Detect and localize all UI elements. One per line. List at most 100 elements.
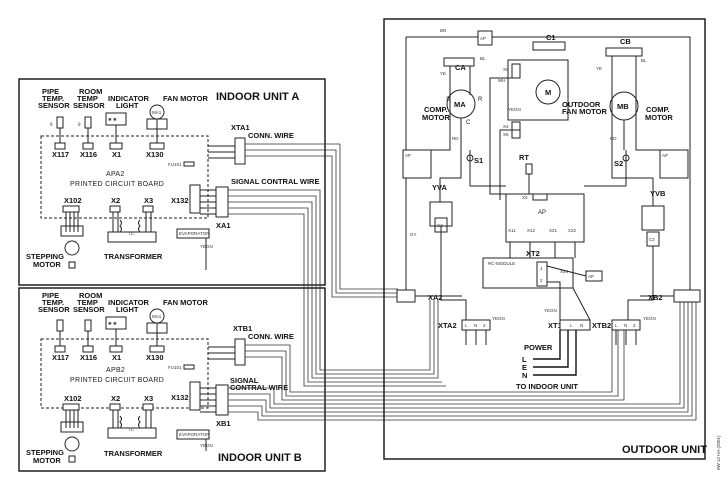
x11-label: X11 bbox=[508, 228, 516, 233]
stepping-motor-b-icon bbox=[60, 410, 84, 463]
signal-wire-b-label-1: SIGNAL bbox=[230, 376, 259, 385]
stepping-motor-b-label-1: STEPPING bbox=[26, 448, 64, 457]
ap-rc-label: AP bbox=[588, 274, 594, 279]
stepping-motor-label-1: STEPPING bbox=[26, 252, 64, 261]
wire-gy: GY bbox=[410, 232, 417, 237]
pipe-temp-sensor-label-2: TEMP. bbox=[42, 94, 64, 103]
wire-yegn-power: YEGN bbox=[544, 308, 557, 313]
x102-b-connector bbox=[62, 403, 80, 411]
x130-label: X130 bbox=[146, 150, 164, 159]
cb-label: CB bbox=[620, 37, 631, 46]
xtb2-label: XTB2 bbox=[592, 321, 611, 330]
x3-b-connector bbox=[142, 403, 154, 411]
x2-label: X2 bbox=[111, 196, 120, 205]
x117-connector bbox=[54, 142, 66, 150]
comp-motor-a-label-2: MOTOR bbox=[422, 113, 450, 122]
wire-ye-b: YE bbox=[596, 66, 602, 71]
fuse-a-icon bbox=[183, 161, 195, 167]
x116-label: X116 bbox=[80, 150, 97, 159]
pipe-temp-sensor-label-1: PIPE bbox=[42, 87, 59, 96]
signal-wire-b-label-2: CONTRAL WIRE bbox=[230, 383, 288, 392]
x3-label: X3 bbox=[522, 195, 528, 200]
room-temp-sensor-b-label-3: SENSOR bbox=[73, 305, 105, 314]
pcb-a-code: APA2 bbox=[106, 171, 125, 178]
indicator-light-b-label-2: LIGHT bbox=[116, 305, 139, 314]
stepping-motor-label-2: MOTOR bbox=[33, 260, 61, 269]
ca-label: CA bbox=[455, 63, 466, 72]
x1-label: X1 bbox=[112, 150, 121, 159]
x102-label: X102 bbox=[64, 196, 82, 205]
ap-right-label: AP bbox=[662, 153, 668, 158]
pipe-temp-sensor-b-label-3: SENSOR bbox=[38, 305, 70, 314]
indoor-unit-a-frame bbox=[18, 78, 326, 286]
wire-yegn-xtb2: YEGN bbox=[643, 316, 656, 321]
m-label: M bbox=[545, 88, 551, 97]
x130-connector bbox=[149, 142, 165, 150]
signal-wire-a-label: SIGNAL CONTRAL WIRE bbox=[231, 177, 319, 186]
xta2-term-2: 2 bbox=[483, 323, 486, 328]
ma-s-term: S bbox=[446, 97, 450, 103]
x1-b-connector bbox=[109, 345, 123, 353]
x3-connector bbox=[532, 193, 548, 201]
xa1-label: XA1 bbox=[216, 221, 231, 230]
xa1-terminal bbox=[215, 186, 229, 218]
svg-text:✱ ✱: ✱ ✱ bbox=[108, 321, 117, 326]
svg-text:θ: θ bbox=[78, 122, 81, 127]
stepping-motor-icon bbox=[60, 212, 84, 269]
rt-label: RT bbox=[519, 153, 529, 162]
power-label: POWER bbox=[524, 343, 553, 352]
x3-b-label: X3 bbox=[144, 394, 153, 403]
ap-right-box bbox=[659, 149, 689, 179]
xb2-label: XB2 bbox=[648, 293, 663, 302]
evaporator-box bbox=[176, 228, 210, 239]
outdoor-unit-frame bbox=[383, 18, 706, 460]
evaporator-b-box bbox=[176, 429, 210, 440]
ap-main-board bbox=[505, 193, 585, 243]
x2-b-label: X2 bbox=[111, 394, 120, 403]
ma-label: MA bbox=[454, 100, 466, 109]
outdoor-fan-motor-label-1: OUTDOOR bbox=[562, 100, 601, 109]
svg-text:C2: C2 bbox=[649, 237, 655, 242]
room-temp-sensor-b-label-2: TEMP bbox=[77, 298, 98, 307]
room-temp-sensor-label-3: SENSOR bbox=[73, 101, 105, 110]
xt1-terminal bbox=[559, 319, 591, 331]
x132-label: X132 bbox=[171, 196, 189, 205]
pcb-b-label: PRINTED CIRCUIT BOARD bbox=[70, 377, 164, 384]
ap-top-label: AP bbox=[480, 36, 486, 41]
room-temp-sensor-label-1: ROOM bbox=[79, 87, 102, 96]
x130-b-label: X130 bbox=[146, 353, 164, 362]
conn-wire-a-label: CONN. WIRE bbox=[248, 131, 294, 140]
power-l-label: L bbox=[522, 355, 527, 364]
x116-b-label: X116 bbox=[80, 353, 97, 362]
indoor-unit-b: INDOOR UNIT B PIPE TEMP. SENSOR ROOM TEM… bbox=[18, 287, 326, 472]
drawing-stamp: 0W 12 HA (2001) bbox=[716, 435, 721, 470]
xtb1-terminal bbox=[234, 338, 246, 366]
power-n-label: N bbox=[522, 371, 527, 380]
indoor-unit-a: INDOOR UNIT A PIPE TEMP. SENSOR ROOM TEM… bbox=[18, 78, 326, 286]
x116-b-connector bbox=[82, 345, 94, 353]
yvb-label: YVB bbox=[650, 189, 666, 198]
xta1-terminal bbox=[234, 137, 246, 165]
indicator-light-label-2: LIGHT bbox=[116, 101, 139, 110]
x117-label: X117 bbox=[52, 150, 69, 159]
fuse-a-label: FU101 bbox=[168, 162, 182, 167]
indoor-unit-a-title: INDOOR UNIT A bbox=[216, 91, 299, 103]
indoor-unit-b-title: INDOOR UNIT B bbox=[218, 452, 302, 464]
pipe-temp-sensor-b-label-1: PIPE bbox=[42, 291, 59, 300]
mb-label: MB bbox=[617, 102, 629, 111]
svg-text:θ: θ bbox=[50, 122, 53, 127]
x102-b-label: X102 bbox=[64, 394, 82, 403]
tc-b-label: TC bbox=[128, 427, 135, 432]
pipe-temp-sensor-b-icon bbox=[56, 319, 64, 346]
x117-b-connector bbox=[54, 345, 66, 353]
cb-capacitor bbox=[605, 47, 643, 57]
x1-b-label: X1 bbox=[112, 353, 121, 362]
x132-b-label: X132 bbox=[171, 393, 189, 402]
x54-label: X54 bbox=[560, 269, 569, 274]
transformer-b-icon bbox=[107, 410, 157, 439]
rc-module-label: RC-MODULE bbox=[488, 261, 515, 266]
comp-motor-b-label-2: MOTOR bbox=[645, 113, 673, 122]
comp-motor-a-label-1: COMP. bbox=[424, 105, 448, 114]
conn-wire-b-label: CONN. WIRE bbox=[248, 332, 294, 341]
fan-motor-b-icon: MA1 bbox=[146, 308, 168, 346]
